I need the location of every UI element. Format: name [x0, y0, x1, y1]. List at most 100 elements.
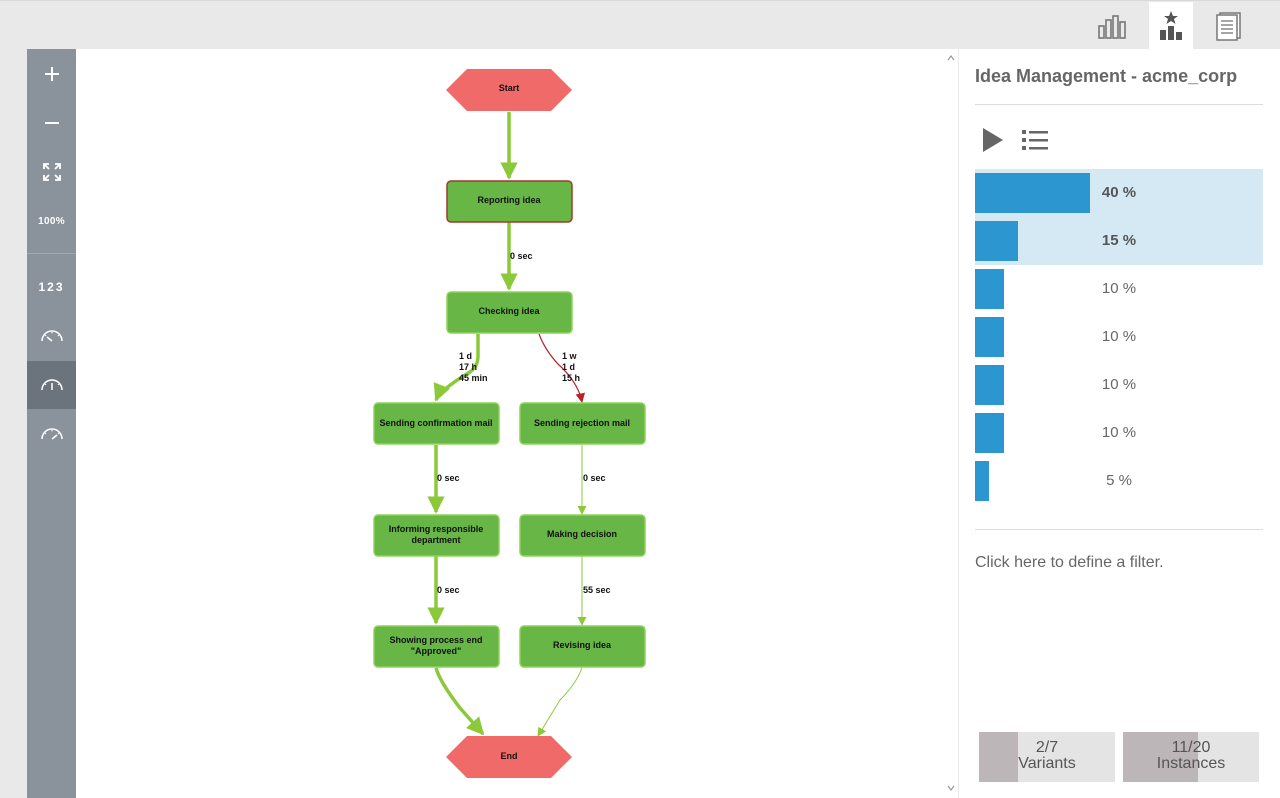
variant-row[interactable]: 10 %: [975, 265, 1263, 313]
variant-percentage: 10 %: [1101, 328, 1137, 345]
report-tab[interactable]: [1207, 2, 1251, 50]
scroll-up-icon[interactable]: [946, 53, 956, 63]
start-label: Start: [499, 83, 520, 93]
instances-progress-fill: [1123, 732, 1198, 782]
gauge-high-icon: [40, 428, 63, 440]
variant-share-bar: [975, 269, 1004, 309]
instances-count: 11/20: [1171, 739, 1211, 756]
task-label: Sending rejection mail: [534, 418, 630, 428]
instances-stat-button[interactable]: 11/20 Instances: [1123, 732, 1259, 782]
min-duration-button[interactable]: [27, 312, 76, 360]
minus-icon: [44, 122, 59, 124]
task-label-line2: department: [411, 535, 460, 545]
task-label-line1: Showing process end: [389, 635, 482, 645]
variant-share-bar: [975, 413, 1004, 453]
variant-share-bar: [975, 173, 1090, 213]
favorites-chart-tab[interactable]: [1149, 2, 1193, 50]
edge-showing-end[interactable]: [434, 667, 485, 736]
edge-label-checking-confirm-hours: 17 h: [459, 362, 477, 372]
panel-divider: [975, 529, 1263, 530]
max-duration-button[interactable]: [27, 410, 76, 458]
variant-percentage: 10 %: [1101, 280, 1137, 297]
variant-share-bar: [975, 461, 989, 501]
map-toolbar: 100% 123: [27, 49, 76, 798]
variant-share-bar: [975, 221, 1018, 261]
task-label: Revising idea: [553, 640, 612, 650]
task-label: Sending confirmation mail: [379, 418, 492, 428]
task-revising-idea[interactable]: Revising idea: [519, 625, 646, 668]
bar-chart-icon: [1098, 15, 1126, 39]
edge-checking-rejection[interactable]: [538, 333, 586, 403]
zoom-in-button[interactable]: [27, 50, 76, 98]
task-checking-idea[interactable]: Checking idea: [446, 291, 573, 334]
task-sending-confirmation-mail[interactable]: Sending confirmation mail: [373, 402, 500, 445]
list-view-button[interactable]: [1020, 125, 1050, 155]
variants-label: Variants: [1018, 755, 1076, 772]
variants-progress-fill: [979, 732, 1018, 782]
variant-percentage: 15 %: [1101, 232, 1137, 249]
variants-count: 2/7: [1035, 739, 1059, 756]
variant-row[interactable]: 10 %: [975, 361, 1263, 409]
variant-share-bar: [975, 365, 1004, 405]
zoom-level-label: 100%: [38, 215, 65, 227]
task-label: Making decision: [547, 529, 617, 539]
variant-percentage: 10 %: [1101, 376, 1137, 393]
list-icon: [1022, 130, 1048, 150]
fit-to-screen-button[interactable]: [27, 148, 76, 196]
avg-duration-button[interactable]: [27, 361, 76, 409]
edge-label-checking-reject-hours: 15 h: [562, 373, 580, 383]
edge-label-decision-revising: 55 sec: [583, 585, 611, 595]
document-icon: [1216, 12, 1241, 41]
define-filter-link[interactable]: Click here to define a filter.: [975, 554, 1164, 571]
variant-row[interactable]: 10 %: [975, 409, 1263, 457]
task-label-line1: Informing responsible: [389, 524, 484, 534]
gauge-mid-icon: [40, 379, 63, 391]
plus-icon: [44, 67, 59, 81]
statistics-tab[interactable]: [1090, 2, 1134, 50]
play-icon: [983, 128, 1003, 152]
edge-label-checking-confirm-minutes: 45 min: [459, 373, 488, 383]
edge-label-informing-showing: 0 sec: [437, 585, 460, 595]
task-sending-rejection-mail[interactable]: Sending rejection mail: [519, 402, 646, 445]
numbering-label: 123: [38, 280, 65, 294]
end-event[interactable]: End: [446, 736, 572, 778]
scroll-down-icon[interactable]: [946, 783, 956, 793]
task-showing-process-end[interactable]: Showing process end "Approved": [373, 625, 500, 668]
edge-label-rejection-decision: 0 sec: [583, 473, 606, 483]
expand-icon: [42, 163, 61, 181]
gauge-low-icon: [40, 330, 63, 342]
variant-row[interactable]: 15 %: [975, 217, 1263, 265]
task-reporting-idea[interactable]: Reporting idea: [446, 180, 573, 223]
edge-label-confirmation-informing: 0 sec: [437, 473, 460, 483]
task-label-line2: "Approved": [411, 646, 462, 656]
edge-label-checking-confirm-days: 1 d: [459, 351, 472, 361]
task-label: Checking idea: [478, 306, 540, 316]
edge-label-reporting-checking: 0 sec: [510, 251, 533, 261]
variant-percentage: 10 %: [1101, 424, 1137, 441]
instances-label: Instances: [1156, 755, 1226, 772]
panel-divider: [975, 104, 1263, 105]
toolbar-divider: [27, 253, 76, 254]
variant-row[interactable]: 40 %: [975, 169, 1263, 217]
panel-title: Idea Management - acme_corp: [975, 66, 1238, 86]
top-bar: [0, 0, 1280, 50]
instances-stat-text: 11/20 Instances: [1123, 740, 1259, 772]
variant-row[interactable]: 5 %: [975, 457, 1263, 505]
edge-checking-confirmation[interactable]: [433, 334, 480, 402]
variants-stat-text: 2/7 Variants: [979, 740, 1115, 772]
variant-row[interactable]: 10 %: [975, 313, 1263, 361]
edge-revising-end[interactable]: [537, 667, 583, 737]
variants-stat-button[interactable]: 2/7 Variants: [979, 732, 1115, 782]
canvas-scrollbar[interactable]: [944, 49, 958, 798]
edge-label-checking-reject-weeks: 1 w: [562, 351, 578, 361]
zoom-100-button[interactable]: 100%: [27, 197, 76, 245]
start-event[interactable]: Start: [446, 69, 572, 111]
process-map-canvas[interactable]: 0 sec 1 d 17 h 45 min 1 w 1 d 15 h 0 sec…: [76, 49, 944, 798]
zoom-out-button[interactable]: [27, 99, 76, 147]
play-button[interactable]: [978, 125, 1008, 155]
edge-label-checking-reject-days: 1 d: [562, 362, 575, 372]
task-informing-responsible-department[interactable]: Informing responsible department: [373, 514, 500, 557]
show-frequency-button[interactable]: 123: [27, 263, 76, 311]
process-map: 0 sec 1 d 17 h 45 min 1 w 1 d 15 h 0 sec…: [373, 69, 646, 778]
task-making-decision[interactable]: Making decision: [519, 514, 646, 557]
